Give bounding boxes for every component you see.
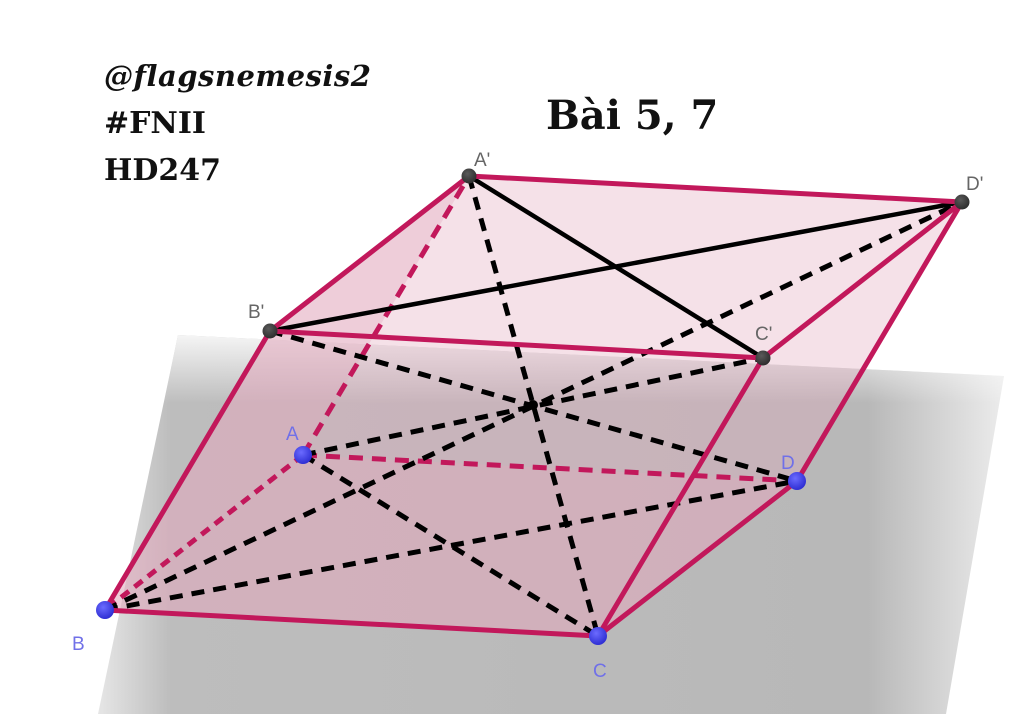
parallelepiped-faces [105,176,962,636]
face-left [105,176,469,610]
diagonal-BD [104,478,798,613]
edge-BB1 [102,328,273,613]
label-C-prime: C' [755,324,772,345]
diagonal-AC1 [302,355,764,458]
label-B: B [72,634,85,655]
top-diagonals [269,174,963,360]
point-A[interactable] [294,446,312,464]
visible-edges [102,173,965,639]
label-D-prime: D' [966,174,983,195]
edge-BC [102,607,601,639]
face-right [598,202,962,636]
center-point [528,400,538,410]
edge-B1C1 [267,328,766,361]
face-front [105,331,763,636]
edge-AD [302,452,798,484]
exercise-title: Bài 5, 7 [546,92,719,139]
diagonal-AC [301,452,600,639]
edge-CC1 [595,355,766,639]
edge-AA1 [300,174,472,457]
point-C-prime[interactable] [755,350,771,366]
label-B-prime: B' [248,302,264,323]
point-B-prime[interactable] [262,323,278,339]
author-handle: @flagsnemesis2 [104,59,372,93]
hashtag: #FNII [104,106,206,141]
label-A-prime: A' [474,150,490,171]
diagonal-A1C [466,175,601,637]
point-D[interactable] [788,472,806,490]
vertex-labels: A B C D A' B' C' D' [72,150,983,682]
edge-AB [103,453,305,612]
source-code: HD247 [104,153,221,188]
edge-A1D1 [466,173,965,205]
diagonal-B1D1 [269,199,963,334]
label-D: D [781,453,795,474]
point-B[interactable] [96,601,114,619]
edge-CD [595,478,800,639]
point-C[interactable] [589,627,607,645]
label-C: C [593,661,607,682]
hidden-edges [103,174,798,612]
point-D-prime[interactable] [954,194,970,210]
point-A-prime[interactable] [461,168,477,184]
edge-DD1 [794,199,965,484]
edge-C1D1 [760,199,965,361]
label-A: A [286,424,299,445]
edge-A1B1 [267,173,472,334]
vertices [96,168,970,645]
